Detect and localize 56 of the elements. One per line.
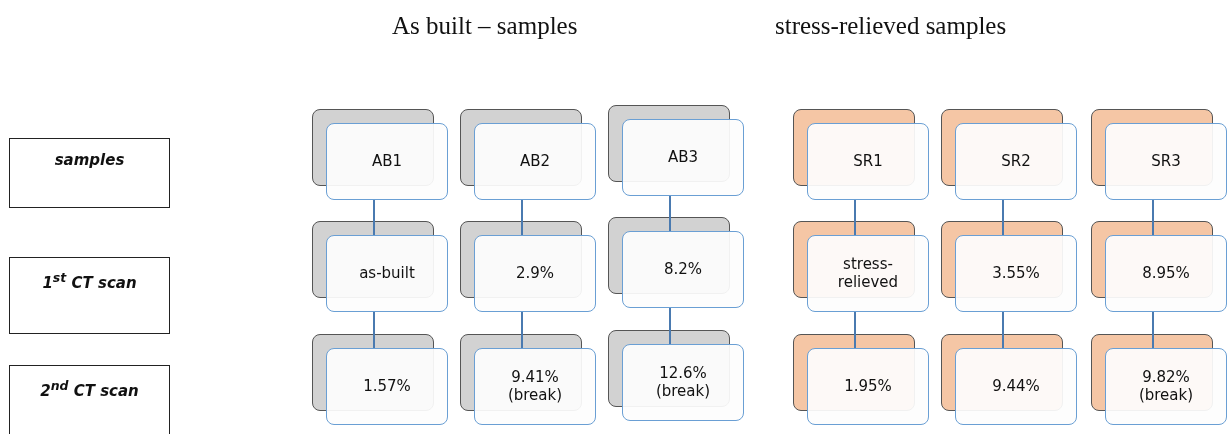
value-text: SR1 [853,152,883,171]
sample-box [955,123,1077,200]
value-text: AB2 [519,152,551,171]
value-text: 2.9% [515,264,555,283]
value-text: SR2 [1001,152,1031,171]
sample-box [622,231,744,308]
value-text: 9.44% [992,377,1040,396]
value-text: 1.95% [844,377,892,396]
value-text: 8.95% [1142,264,1190,283]
connector-line [669,307,671,345]
value-text: AB3 [667,148,699,167]
value-text: 9.41% (break) [506,369,564,404]
connector-line [1152,199,1154,236]
connector-line [1152,311,1154,349]
sample-box [326,123,448,200]
connector-line [373,199,375,236]
row-header-box [9,138,170,208]
row-label: samples [54,151,125,169]
connector-line [854,311,856,349]
connector-line [373,311,375,349]
sample-box [955,348,1077,425]
connector-line [1002,311,1004,349]
row-header-box [9,257,170,334]
sample-box [1105,348,1227,425]
connector-line [1002,199,1004,236]
value-text: AB1 [371,152,403,171]
sample-box [622,119,744,196]
connector-line [854,199,856,236]
sample-box [955,235,1077,312]
sample-box [474,348,596,425]
sample-box [1105,123,1227,200]
sample-box [326,348,448,425]
row-label: 2$^{nd}$ CT scan [40,378,139,400]
sample-box [622,344,744,421]
sample-box [474,235,596,312]
value-text: 3.55% [992,264,1040,283]
sample-box [807,235,929,312]
sample-box [326,235,448,312]
sample-box [807,348,929,425]
section-heading: As built – samples [392,12,578,40]
value-text: 1.57% [363,377,411,396]
value-text: 8.2% [663,260,703,279]
row-header-box [9,365,170,434]
sample-box [474,123,596,200]
value-text: SR3 [1151,152,1181,171]
value-text: as-built [359,264,415,283]
sample-box [807,123,929,200]
value-text: 9.82% (break) [1137,369,1195,404]
connector-line [669,195,671,232]
connector-line [521,199,523,236]
connector-line [521,311,523,349]
value-text: 12.6% (break) [654,365,712,400]
value-text: stress-relieved [836,256,900,291]
section-heading: stress-relieved samples [775,12,1007,40]
sample-box [1105,235,1227,312]
row-label: 1$^{st}$ CT scan [42,270,137,292]
